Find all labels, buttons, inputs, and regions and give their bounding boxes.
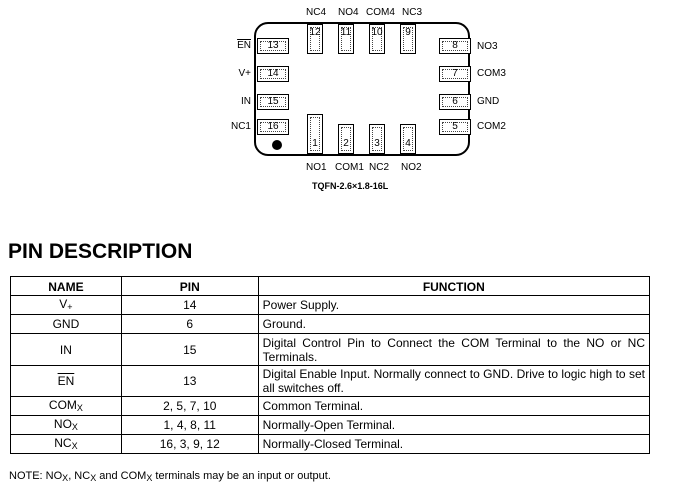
- table-header-row: NAME PIN FUNCTION: [10, 276, 651, 296]
- header-pin: PIN: [120, 276, 259, 296]
- pin-label-nc4: NC4: [306, 7, 327, 18]
- pin-label-nc3: NC3: [402, 7, 423, 18]
- pin-label-vplus: V+: [238, 68, 251, 79]
- cell-pin: 14: [120, 295, 259, 315]
- section-title: PIN DESCRIPTION: [8, 240, 193, 263]
- cell-function: Normally-Open Terminal.: [257, 415, 651, 435]
- cell-function: Normally-Closed Terminal.: [257, 434, 651, 454]
- pad-8: 8: [439, 38, 471, 54]
- pin-label-nc1: NC1: [230, 121, 251, 132]
- cell-name: NOX: [10, 415, 122, 435]
- pin-label-no4: NO4: [338, 7, 359, 18]
- pin-label-no3: NO3: [477, 41, 498, 52]
- pin-label-no1: NO1: [306, 162, 327, 173]
- cell-function: Power Supply.: [257, 295, 651, 315]
- pad-11: 11: [338, 24, 354, 54]
- header-function: FUNCTION: [257, 276, 651, 296]
- cell-pin: 1, 4, 8, 11: [120, 415, 259, 435]
- table-row: EN 13 Digital Enable Input. Normally con…: [10, 365, 651, 397]
- table-row: GND 6 Ground.: [10, 314, 651, 334]
- cell-pin: 6: [120, 314, 259, 334]
- cell-function: Digital Control Pin to Connect the COM T…: [257, 333, 651, 366]
- cell-name: IN: [10, 333, 122, 366]
- cell-name: COMX: [10, 396, 122, 416]
- pad-6: 6: [439, 94, 471, 110]
- pin1-indicator-dot: [272, 140, 282, 150]
- table-row: V+ 14 Power Supply.: [10, 295, 651, 315]
- pad-12: 12: [307, 24, 323, 54]
- cell-pin: 2, 5, 7, 10: [120, 396, 259, 416]
- package-name: TQFN-2.6×1.8-16L: [312, 181, 389, 191]
- pad-4: 4: [400, 124, 416, 154]
- footnote: NOTE: NOX, NCX and COMX terminals may be…: [9, 470, 331, 483]
- table-row: NCX 16, 3, 9, 12 Normally-Closed Termina…: [10, 434, 651, 454]
- cell-name: GND: [10, 314, 122, 334]
- pin-description-table: NAME PIN FUNCTION V+ 14 Power Supply. GN…: [10, 276, 651, 454]
- pad-14: 14: [257, 66, 289, 82]
- cell-name: V+: [10, 295, 122, 315]
- pin-label-com3: COM3: [477, 68, 506, 79]
- cell-pin: 15: [120, 333, 259, 366]
- pad-5: 5: [439, 119, 471, 135]
- cell-function: Digital Enable Input. Normally connect t…: [257, 365, 651, 397]
- pin-label-no2: NO2: [401, 162, 422, 173]
- pad-7: 7: [439, 66, 471, 82]
- pad-16: 16: [257, 119, 289, 135]
- cell-name: EN: [10, 365, 122, 397]
- pin-label-com1: COM1: [335, 162, 364, 173]
- cell-pin: 13: [120, 365, 259, 397]
- pad-13: 13: [257, 38, 289, 54]
- pad-2: 2: [338, 124, 354, 154]
- table-row: IN 15 Digital Control Pin to Connect the…: [10, 333, 651, 366]
- pad-10: 10: [369, 24, 385, 54]
- header-name: NAME: [10, 276, 122, 296]
- pin-label-com4: COM4: [366, 7, 395, 18]
- package-outline: [254, 22, 470, 156]
- pin-label-com2: COM2: [477, 121, 506, 132]
- cell-name: NCX: [10, 434, 122, 454]
- cell-pin: 16, 3, 9, 12: [120, 434, 259, 454]
- cell-function: Common Terminal.: [257, 396, 651, 416]
- pin-label-gnd: GND: [477, 96, 500, 107]
- cell-function: Ground.: [257, 314, 651, 334]
- table-row: NOX 1, 4, 8, 11 Normally-Open Terminal.: [10, 415, 651, 435]
- pin-label-in: IN: [241, 96, 251, 107]
- pad-9: 9: [400, 24, 416, 54]
- pin-label-nc2: NC2: [369, 162, 390, 173]
- pin-label-en: EN: [237, 40, 251, 51]
- table-row: COMX 2, 5, 7, 10 Common Terminal.: [10, 396, 651, 416]
- pad-1: 1: [307, 114, 323, 154]
- pad-3: 3: [369, 124, 385, 154]
- pad-15: 15: [257, 94, 289, 110]
